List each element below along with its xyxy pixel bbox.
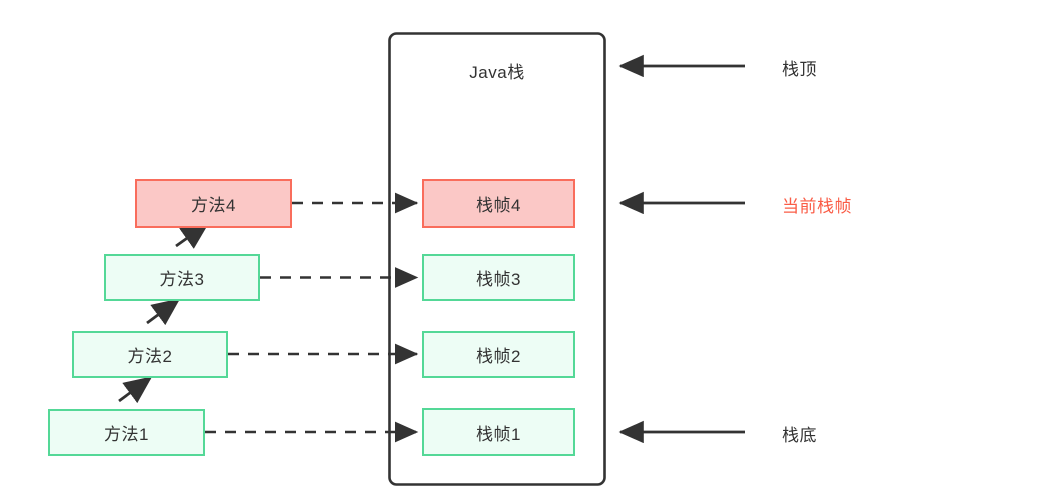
method-box-3[interactable]: 方法3	[104, 254, 260, 301]
call-arrow-method1-to-method2	[118, 376, 153, 404]
method-box-2[interactable]: 方法2	[72, 331, 228, 378]
annotation-label-stack-top: 栈顶	[782, 60, 817, 79]
annotation-label-current-frame: 当前栈帧	[782, 197, 852, 216]
stack-frame-box-1[interactable]: 栈帧1	[422, 408, 575, 456]
call-arrow-method2-to-method3	[146, 298, 181, 326]
stack-frame-box-4[interactable]: 栈帧4	[422, 179, 575, 228]
stack-frame-box-2[interactable]: 栈帧2	[422, 331, 575, 378]
method-box-1[interactable]: 方法1	[48, 409, 205, 456]
method-box-4[interactable]: 方法4	[135, 179, 292, 228]
annotation-label-stack-bottom: 栈底	[782, 426, 817, 445]
java-stack-title: Java栈	[469, 63, 525, 82]
stack-frame-box-3[interactable]: 栈帧3	[422, 254, 575, 301]
